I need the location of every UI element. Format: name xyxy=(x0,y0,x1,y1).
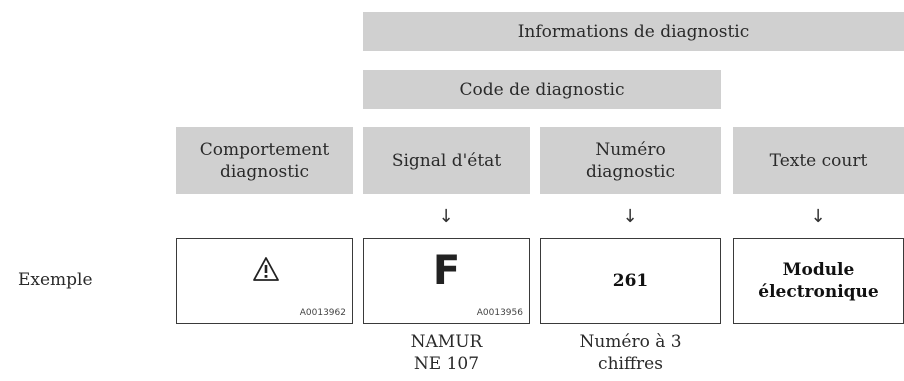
example-behaviour-box: A0013962 xyxy=(176,238,353,324)
short-text-label: Texte court xyxy=(769,150,868,171)
column-header-behaviour: Comportement diagnostic xyxy=(176,127,353,194)
behaviour-label-line1: Comportement xyxy=(199,139,330,160)
diagnostic-code-header: Code de diagnostic xyxy=(363,70,721,109)
status-graphic-code: A0013956 xyxy=(476,308,523,318)
warning-graphic-code: A0013962 xyxy=(299,308,346,318)
diagnostic-information-header: Informations de diagnostic xyxy=(363,12,904,51)
short-text-line2: électronique xyxy=(758,282,879,302)
example-status-signal-box: F A0013956 xyxy=(363,238,530,324)
arrow-down-icon: ↓ xyxy=(622,206,638,227)
diag-number-label-line1: Numéro xyxy=(595,139,666,160)
example-number-box: 261 xyxy=(540,238,721,324)
status-signal-letter: F xyxy=(432,248,461,294)
arrow-down-icon: ↓ xyxy=(810,206,826,227)
example-label: Exemple xyxy=(18,270,93,290)
behaviour-label-line2: diagnostic xyxy=(219,161,310,182)
short-text-line1: Module xyxy=(782,260,855,280)
arrow-down-icon: ↓ xyxy=(438,206,454,227)
namur-caption-line2: NE 107 xyxy=(413,354,480,374)
namur-caption: NAMUR NE 107 xyxy=(363,331,530,375)
column-header-short-text: Texte court xyxy=(733,127,904,194)
status-signal-label: Signal d'état xyxy=(391,150,502,171)
number-format-caption-line2: chiffres xyxy=(598,354,663,374)
diagnostic-code-label: Code de diagnostic xyxy=(459,79,625,100)
column-header-status-signal: Signal d'état xyxy=(363,127,530,194)
example-short-text-box: Module électronique xyxy=(733,238,904,324)
diagnostic-number-value: 261 xyxy=(612,271,649,291)
diag-number-label-line2: diagnostic xyxy=(585,161,676,182)
number-format-caption: Numéro à 3 chiffres xyxy=(540,331,721,375)
number-format-caption-line1: Numéro à 3 xyxy=(579,332,682,352)
namur-caption-line1: NAMUR xyxy=(410,332,483,352)
column-header-diag-number: Numéro diagnostic xyxy=(540,127,721,194)
diagnostic-information-label: Informations de diagnostic xyxy=(517,21,750,42)
warning-triangle-icon xyxy=(253,257,279,281)
